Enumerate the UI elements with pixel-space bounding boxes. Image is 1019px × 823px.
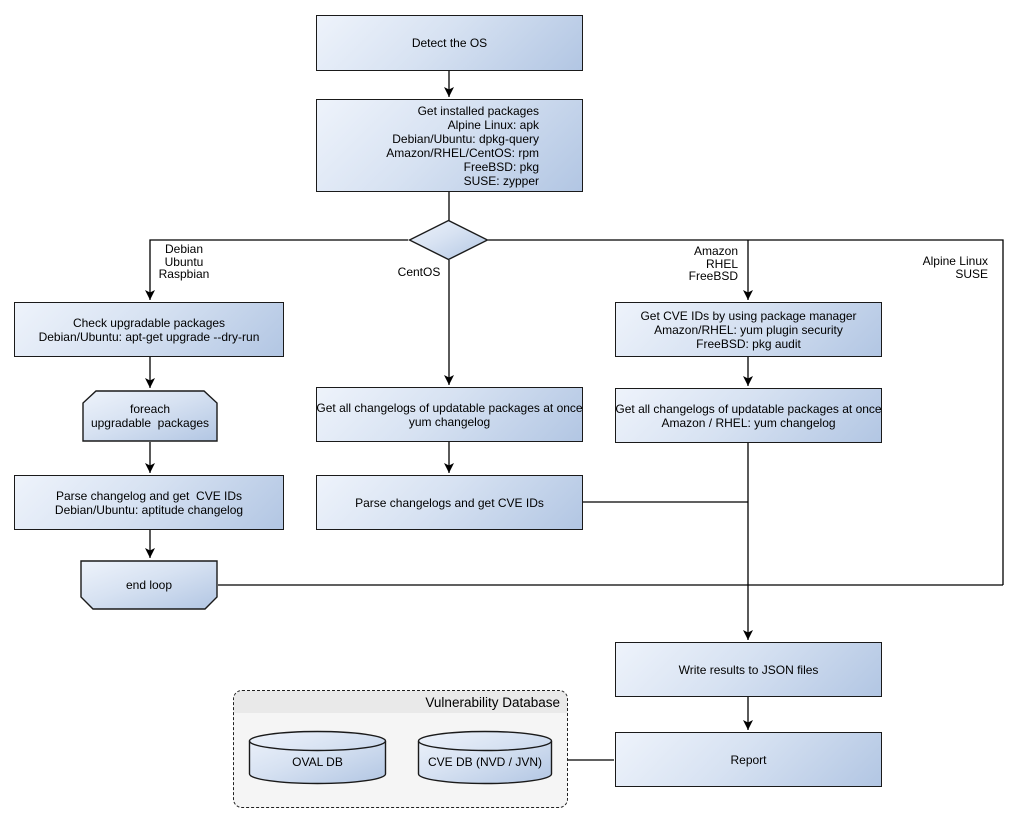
loop-end-shape <box>80 560 218 610</box>
node-parse-changelog-debian-label: Parse changelog and get CVE IDs Debian/U… <box>54 488 244 517</box>
decision-os-diamond <box>408 219 489 261</box>
loop-start-shape <box>82 390 218 442</box>
vulnerability-database-title: Vulnerability Database <box>425 694 560 710</box>
node-get-changelogs-centos: Get all changelogs of updatable packages… <box>316 387 583 442</box>
node-get-installed-packages-label: Get installed packages Alpine Linux: apk… <box>386 103 539 188</box>
loop-start-label: foreach upgradable packages <box>90 402 210 430</box>
oval-db-label: OVAL DB <box>292 755 343 769</box>
node-get-cve-ids-pkg-manager: Get CVE IDs by using package manager Ama… <box>615 302 882 357</box>
edge-label-centos: CentOS <box>397 265 441 279</box>
edge-label-debian-ubuntu-raspbian: Debian Ubuntu Raspbian <box>158 242 210 281</box>
cve-db-label: CVE DB (NVD / JVN) <box>427 755 542 769</box>
vulnerability-database-header: Vulnerability Database <box>234 691 567 713</box>
cve-db-cylinder-shape <box>417 730 553 785</box>
cve-db-cylinder: CVE DB (NVD / JVN) <box>417 730 553 785</box>
node-report-label: Report <box>730 752 767 767</box>
node-detect-os: Detect the OS <box>316 15 583 71</box>
node-parse-changelogs-label: Parse changelogs and get CVE IDs <box>355 495 544 510</box>
node-get-changelogs-amazon: Get all changelogs of updatable packages… <box>615 388 882 443</box>
node-write-json: Write results to JSON files <box>615 642 882 697</box>
node-get-changelogs-amazon-label: Get all changelogs of updatable packages… <box>615 401 882 430</box>
loop-end: end loop <box>80 560 218 610</box>
node-detect-os-label: Detect the OS <box>411 36 488 50</box>
edge-label-amazon-rhel-freebsd: Amazon RHEL FreeBSD <box>688 244 738 283</box>
oval-db-cylinder: OVAL DB <box>248 730 387 785</box>
node-get-changelogs-centos-label: Get all changelogs of updatable packages… <box>316 400 583 429</box>
node-report: Report <box>615 732 882 787</box>
node-check-upgradable-label: Check upgradable packages Debian/Ubuntu:… <box>38 315 260 344</box>
node-get-installed-packages: Get installed packages Alpine Linux: apk… <box>316 99 583 192</box>
diamond-shape <box>408 219 489 261</box>
node-get-cve-ids-pkg-manager-label: Get CVE IDs by using package manager Ama… <box>640 308 857 351</box>
node-parse-changelogs: Parse changelogs and get CVE IDs <box>316 475 583 530</box>
loop-end-label: end loop <box>125 578 173 592</box>
oval-db-cylinder-shape <box>248 730 387 785</box>
node-write-json-label: Write results to JSON files <box>678 662 819 677</box>
edge-label-alpine-linux-suse: Alpine Linux SUSE <box>922 254 988 281</box>
node-check-upgradable: Check upgradable packages Debian/Ubuntu:… <box>14 302 284 357</box>
loop-start-foreach: foreach upgradable packages <box>82 390 218 442</box>
node-parse-changelog-debian: Parse changelog and get CVE IDs Debian/U… <box>14 475 284 530</box>
